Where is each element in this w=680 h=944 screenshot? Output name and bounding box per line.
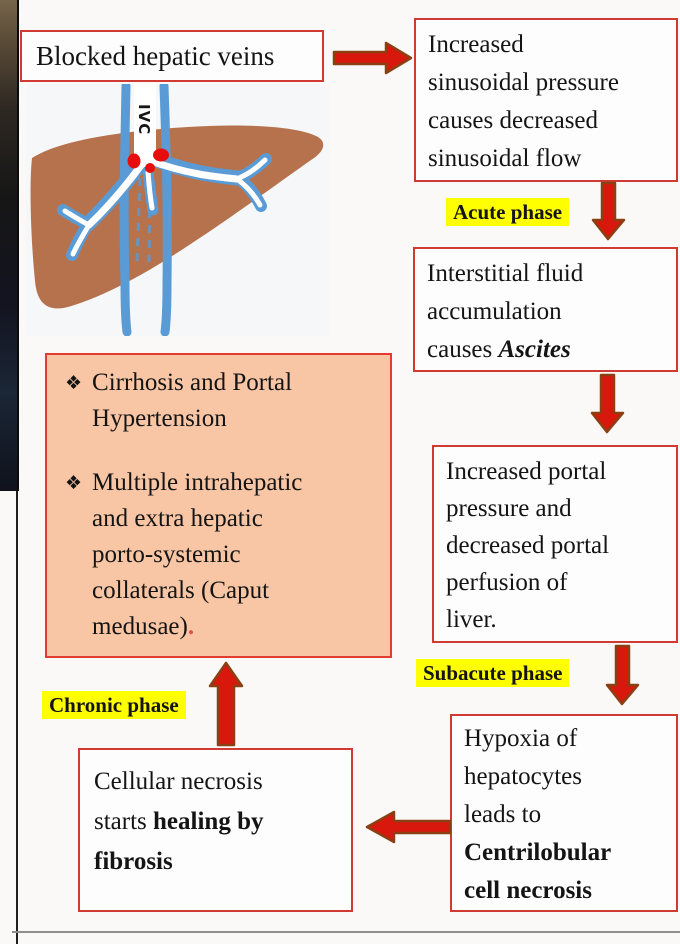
diamond-bullet-icon: ❖: [65, 472, 83, 494]
arrow-up-icon: [208, 661, 244, 747]
liver-illustration: IVC: [26, 84, 330, 336]
text-line: Cellular necrosis: [94, 768, 263, 795]
text-line: causes Ascites: [427, 331, 664, 369]
list-item-text: Multiple intrahepatic and extra hepatic …: [92, 465, 302, 645]
text-segment-bold: healing by: [153, 808, 264, 835]
ivc-wall-right: [159, 84, 172, 336]
text-line: starts healing by: [94, 802, 337, 842]
ivc-label: IVC: [135, 104, 153, 135]
clot-dot: [153, 148, 169, 162]
arrow-down-icon: [591, 181, 626, 241]
text-segment: medusae): [92, 613, 188, 640]
blocked-hepatic-veins-box: Blocked hepatic veins: [20, 30, 324, 82]
text-line: leads to: [464, 801, 542, 828]
ascites-emphasis-text: Ascites: [498, 336, 571, 363]
sinusoidal-pressure-box: Increased sinusoidal pressure causes dec…: [414, 18, 678, 182]
red-period-text: .: [187, 613, 195, 640]
text-line: sinusoidal pressure: [428, 69, 619, 96]
list-item-text: Cirrhosis and Portal Hypertension: [92, 365, 292, 437]
acute-phase-label: Acute phase: [446, 198, 570, 226]
text-segment: causes: [427, 336, 499, 363]
hepatic-vein-lumen: [234, 176, 263, 208]
bottom-border-line: [12, 931, 680, 933]
text-line: sinusoidal flow: [428, 145, 582, 172]
hypoxia-box: Hypoxia of hepatocytes leads to Centrilo…: [450, 714, 678, 912]
list-item: ❖ Multiple intrahepatic and extra hepati…: [65, 465, 378, 645]
text-line: porto-systemic: [92, 541, 241, 568]
text-line: accumulation: [427, 298, 562, 325]
arrow-down-icon: [605, 644, 640, 706]
text-line: medusae).: [92, 609, 302, 645]
arrow-right-icon: [332, 41, 413, 75]
hepatic-vein-lumen: [70, 222, 92, 257]
cellular-necrosis-box: Cellular necrosis starts healing by fibr…: [78, 748, 353, 912]
portal-pressure-box: Increased portal pressure and decreased …: [432, 445, 678, 643]
subacute-phase-label: Subacute phase: [416, 659, 570, 687]
chronic-phase-label: Chronic phase: [42, 691, 186, 719]
ascites-box: Interstitial fluid accumulation causes A…: [413, 247, 678, 372]
text-line: hepatocytes: [464, 763, 583, 790]
text-line: Interstitial fluid: [427, 260, 584, 287]
ivc-wall-left: [119, 84, 132, 336]
text-line: Increased: [428, 31, 524, 58]
text-line: fibrosis: [94, 848, 173, 875]
desktop-edge-strip: [0, 0, 19, 491]
text-line: Centrilobular: [464, 839, 612, 866]
arrow-left-icon: [365, 810, 452, 844]
text-line: causes decreased: [428, 107, 599, 134]
chronic-outcome-box: ❖ Cirrhosis and Portal Hypertension ❖ Mu…: [45, 353, 392, 658]
text-line: pressure and: [446, 495, 572, 522]
diamond-bullet-icon: ❖: [65, 372, 83, 394]
text-line: decreased portal: [446, 532, 610, 559]
hepatic-vein-lumen: [234, 157, 268, 182]
text-line: cell necrosis: [464, 877, 592, 904]
text-line: Increased portal: [446, 458, 607, 485]
clot-dot: [145, 163, 155, 173]
text-line: and extra hepatic: [92, 505, 263, 532]
text-line: Cirrhosis and Portal: [92, 369, 293, 396]
text-line: Hypertension: [92, 405, 227, 432]
text-line: perfusion of: [446, 569, 568, 596]
hepatic-vein-lumen: [85, 160, 146, 229]
text-line: Hypoxia of: [464, 725, 578, 752]
clot-dot: [127, 153, 141, 169]
hepatic-vein-lumen: [144, 156, 241, 183]
list-item: ❖ Cirrhosis and Portal Hypertension: [65, 365, 378, 437]
text-segment: starts: [94, 808, 154, 835]
left-border-line: [16, 491, 18, 944]
blocked-hepatic-veins-text: Blocked hepatic veins: [36, 40, 275, 71]
text-line: liver.: [446, 606, 497, 633]
text-line: Multiple intrahepatic: [92, 469, 303, 496]
arrow-down-icon: [590, 373, 625, 434]
hepatic-vein-lumen: [145, 169, 155, 211]
text-line: collaterals (Caput: [92, 577, 270, 604]
